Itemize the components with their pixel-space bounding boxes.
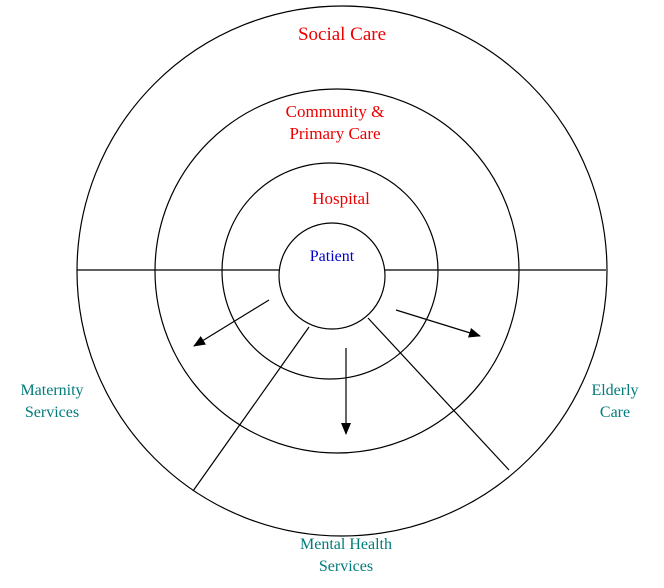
- social-care-label: Social Care: [262, 24, 422, 46]
- patient-label: Patient: [282, 246, 382, 268]
- elderly-label-line-2: Care: [599, 404, 631, 421]
- community-primary-care-label: Community & Primary Care: [255, 101, 415, 145]
- social-care-text: Social Care: [297, 24, 387, 45]
- elderly-label-line-1: Elderly: [591, 382, 639, 399]
- segment-divider-maternity-mental: [192, 326, 310, 492]
- maternity-services-label: Maternity Services: [2, 380, 102, 424]
- segment-divider-mental-elderly: [367, 317, 510, 471]
- mental-health-label-line-1: Mental Health: [300, 536, 392, 553]
- hospital-label: Hospital: [281, 188, 401, 210]
- patient-circle: [278, 222, 386, 330]
- mental-health-label-line-2: Services: [318, 558, 374, 575]
- patient-text: Patient: [309, 248, 355, 265]
- arrow-to-elderly-care: [395, 309, 481, 338]
- maternity-label-line-2: Services: [24, 404, 80, 421]
- social-care-ring: [76, 5, 608, 537]
- mental-health-services-label: Mental Health Services: [276, 534, 416, 578]
- arrow-to-maternity: [193, 299, 270, 347]
- maternity-label-line-1: Maternity: [20, 382, 84, 399]
- hospital-text: Hospital: [312, 189, 370, 208]
- elderly-care-label: Elderly Care: [575, 380, 655, 424]
- hospital-ring: [221, 162, 439, 380]
- community-label-line-1: Community &: [285, 102, 385, 121]
- community-primary-care-ring: [154, 88, 520, 454]
- community-label-line-2: Primary Care: [289, 124, 381, 143]
